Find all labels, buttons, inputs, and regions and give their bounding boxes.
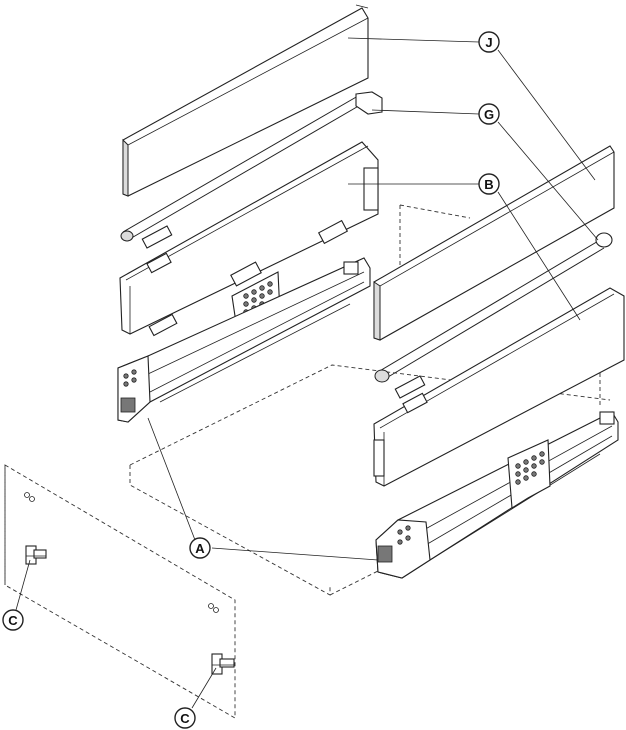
left-runner: [117, 257, 371, 423]
front-fixing-bracket-right: [211, 653, 235, 675]
callout-c-bottom: C: [174, 707, 196, 729]
callout-j-label: J: [485, 35, 492, 50]
callout-c-bottom-label: C: [180, 711, 190, 726]
right-side-wall: [373, 287, 625, 487]
right-runner-hole-grid: [515, 451, 545, 485]
leader-lines: [15, 37, 599, 709]
front-fixing-bracket-left: [25, 545, 47, 565]
callout-a: A: [189, 537, 211, 559]
callout-a-label: A: [195, 541, 205, 556]
left-gallery-rod: [120, 91, 383, 249]
left-top-panel: [122, 4, 369, 197]
callout-b: B: [478, 173, 500, 195]
callout-c-top: C: [2, 609, 24, 631]
callout-j: J: [478, 31, 500, 53]
callout-g: G: [478, 103, 500, 125]
right-top-panel: [373, 145, 615, 341]
front-panel: [4, 464, 236, 719]
callout-b-label: B: [484, 177, 493, 192]
right-runner: [375, 411, 619, 579]
right-gallery-rod: [374, 232, 613, 399]
callout-c-top-label: C: [8, 613, 18, 628]
callout-g-label: G: [484, 107, 494, 122]
